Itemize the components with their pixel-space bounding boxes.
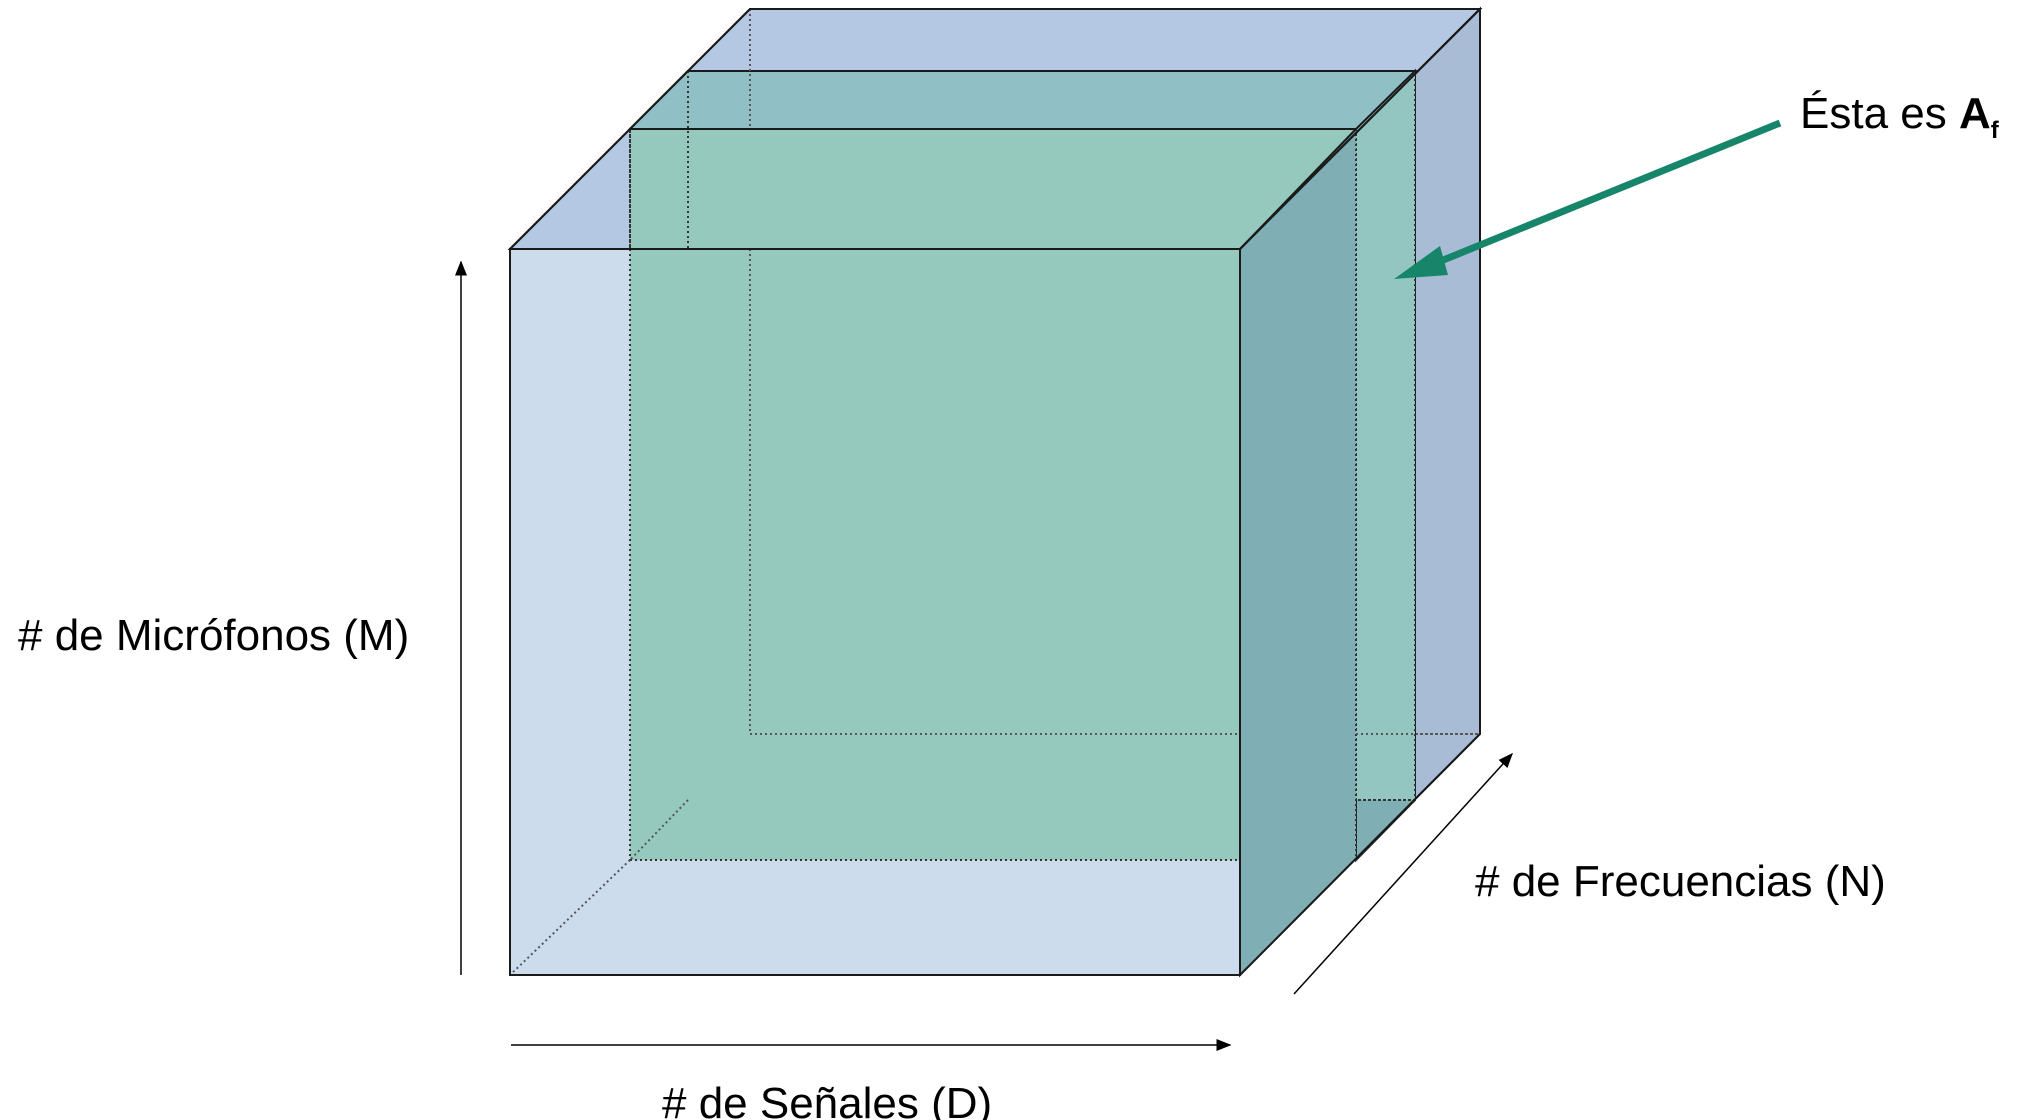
microphones-axis-label: # de Micrófonos (M) <box>18 611 409 660</box>
cube-front-band-left <box>510 249 630 860</box>
callout-matrix-symbol: A <box>1959 89 1991 138</box>
cube-right-slice-visible <box>1240 129 1356 975</box>
callout-prefix: Ésta es <box>1800 89 1959 138</box>
signals-axis-label: # de Señales (D) <box>662 1079 992 1120</box>
callout-label: Ésta es Af <box>1800 89 2000 144</box>
callout-arrow-head <box>1394 246 1448 279</box>
callout-subscript: f <box>1991 117 2000 144</box>
callout-arrow-line <box>1434 119 1782 267</box>
frequencies-axis-arrow <box>1293 752 1514 995</box>
cube-front-overlay <box>507 6 1483 978</box>
cube-top-slice-visible <box>627 70 1418 130</box>
frequencies-axis-label: # de Frecuencias (N) <box>1475 857 1886 906</box>
cube-front-slice-visible <box>630 249 1240 860</box>
cube-front-band-bottom <box>510 860 1240 975</box>
